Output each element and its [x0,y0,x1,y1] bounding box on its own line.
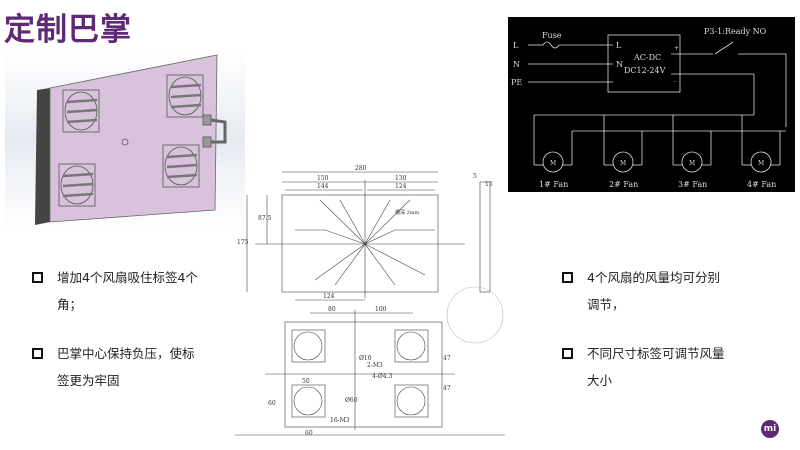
square-bullet-icon [32,348,43,359]
fan-label-1: 1# Fan [539,180,568,189]
dim-47: 47 [443,355,451,362]
minus-terminal: - [674,78,676,85]
dim-15: 15 [485,181,493,188]
psu-label-2: DC12-24V [624,66,666,75]
dim-2-m3: 2-M3 [367,362,383,369]
dim-d60: Ø60 [345,397,358,404]
slide-title: 定制巴掌 [4,12,132,48]
plus-terminal: + [674,45,679,52]
switch-label: P3-1:Ready NO [704,27,767,36]
bullet-text: 不同尺寸标签可调节风量大小 [587,346,725,388]
dim-47: 47 [443,385,451,392]
fan-label-4: 4# Fan [747,180,776,189]
dim-16-m3: 16-M3 [330,417,350,424]
dim-124-bottom: 124 [323,293,335,300]
psu-label-1: AC-DC [633,53,661,62]
dim-60: 60 [268,400,276,407]
square-bullet-icon [32,272,43,283]
dim-130: 130 [395,175,407,182]
bullet-item: 4个风扇的风量均可分别调节， [562,264,732,318]
square-bullet-icon [562,272,573,283]
engineering-drawing: 280 150 130 144 124 87.5 175 124 槽深 2mm … [235,165,505,437]
dim-280: 280 [355,165,367,172]
fan-circuits [533,115,781,173]
input-PE: PE [511,78,522,87]
motor-label: M [689,160,695,167]
input-L: L [513,41,519,50]
fan-plate-3d-render [5,50,245,230]
fan-grille-lines [62,83,202,198]
bullet-text: 4个风扇的风量均可分别调节， [587,270,720,312]
bullet-item: 不同尺寸标签可调节风量大小 [562,340,732,394]
dim-50: 50 [302,378,310,385]
bullet-item: 增加4个风扇吸住标签4个角； [32,264,202,318]
dim-124: 124 [395,183,407,190]
dim-d10: Ø10 [359,355,372,362]
square-bullet-icon [562,348,573,359]
fan-label-3: 3# Fan [678,180,707,189]
dim-87-5: 87.5 [258,215,272,222]
dim-144: 144 [317,183,329,190]
dim-175: 175 [237,239,249,246]
dim-150: 150 [317,175,329,182]
handle [202,114,227,148]
motor-label: M [620,160,626,167]
wiring-schematic: L N PE Fuse L N AC-DC DC12-24V + - P3-1:… [508,17,795,192]
dim-80: 80 [328,306,336,313]
input-N: N [513,60,520,69]
dim-4-d4-3: 4-Ø4.3 [372,373,392,380]
bullet-text: 增加4个风扇吸住标签4个角； [57,270,198,312]
dim-100: 100 [375,306,387,313]
brand-logo: mi [761,420,779,438]
dim-5: 5 [473,173,477,180]
motor-label: M [758,160,764,167]
bullet-text: 巴掌中心保持负压，使标签更为牢固 [57,346,195,388]
fuse-label: Fuse [542,31,562,40]
fan-label-2: 2# Fan [609,180,638,189]
dim-60-bottom: 60 [305,430,313,437]
psu-pin-L: L [616,41,622,50]
groove-note: 槽深 2mm [395,209,420,216]
psu-pin-N: N [616,60,623,69]
logo-text: mi [763,424,777,434]
bullet-item: 巴掌中心保持负压，使标签更为牢固 [32,340,202,394]
motor-label: M [550,160,556,167]
